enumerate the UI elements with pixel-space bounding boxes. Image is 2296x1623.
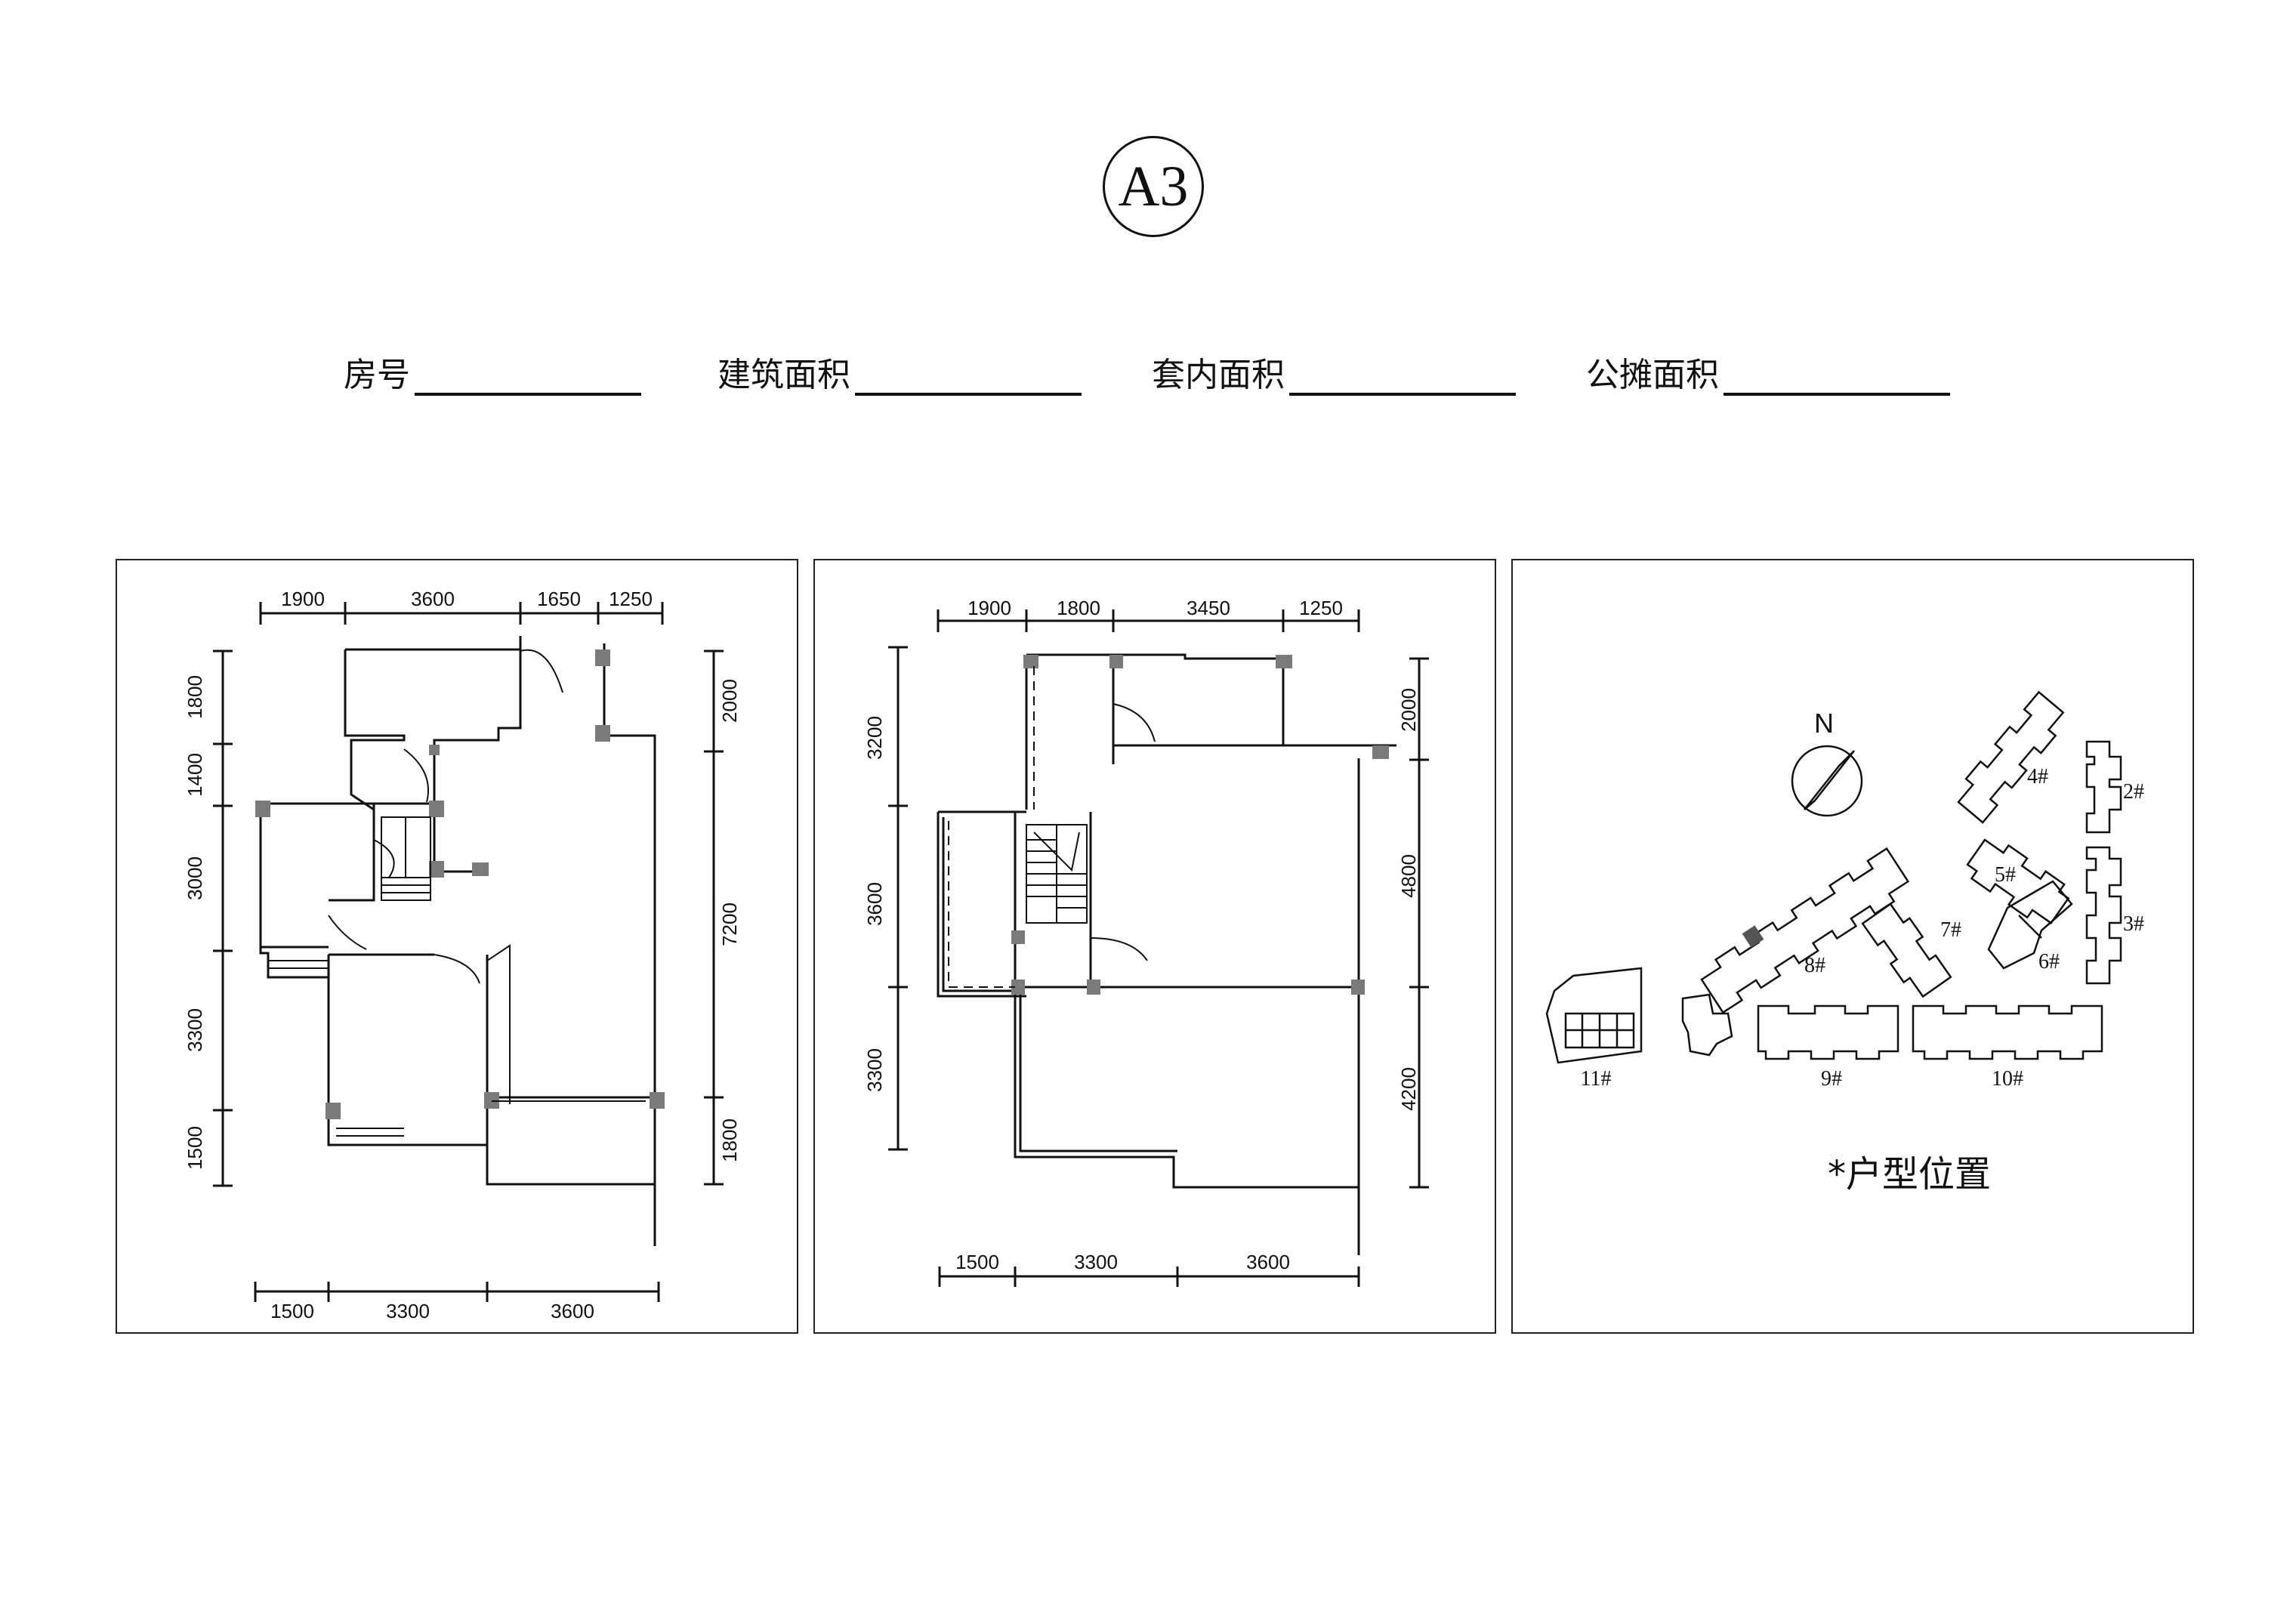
unit-badge: A3 [1103, 136, 1204, 237]
building-4-label: 4# [2027, 765, 2048, 788]
dim-right-3: 4200 [1397, 1067, 1420, 1111]
building-7-label: 7# [1940, 918, 1961, 942]
field-building-area[interactable]: 建筑面积 [718, 347, 1082, 396]
dim-bottom-2: 3300 [1074, 1251, 1118, 1273]
top-dimension-line [937, 609, 1360, 632]
dim-bottom-1: 1500 [270, 1300, 314, 1322]
floor-plan-upper: 1900 1800 3450 1250 1500 3300 3600 3200 … [863, 597, 1429, 1287]
building-9-label: 9# [1821, 1067, 1842, 1091]
floor-plan-lower-panel: 1900 3600 1650 1250 1500 3300 3600 1800 … [116, 559, 798, 1334]
plan-door-swings [1090, 703, 1156, 961]
dim-top-2: 3600 [411, 588, 455, 610]
dim-top-2: 1800 [1057, 597, 1100, 619]
building-4-block [1957, 690, 2065, 824]
dim-left-4: 3300 [184, 1008, 206, 1052]
building-11-label: 11# [1581, 1067, 1612, 1091]
plan-wall-posts [255, 650, 665, 1119]
dim-left-1: 1800 [184, 675, 206, 719]
dim-top-1: 1900 [281, 588, 325, 610]
dim-right-1: 2000 [718, 679, 741, 723]
building-8-block [1700, 847, 1910, 1014]
dim-top-4: 1250 [609, 588, 653, 610]
building-6-block [1987, 880, 2073, 970]
right-dimension-line [1409, 657, 1429, 1189]
field-label: 公摊面积 [1586, 356, 1719, 394]
unit-location-marker [1742, 925, 1764, 948]
floor-plan-lower: 1900 3600 1650 1250 1500 3300 3600 1800 … [184, 588, 741, 1322]
bottom-dimension-line [254, 1282, 660, 1302]
field-shared-area[interactable]: 公摊面积 [1586, 347, 1950, 396]
building-2-block [2085, 740, 2122, 834]
field-blank[interactable] [1289, 359, 1516, 396]
plan-dashed-edge [948, 666, 1035, 988]
building-9-block [1757, 1004, 1899, 1060]
dim-bottom-1: 1500 [955, 1251, 999, 1273]
building-5-label: 5# [1995, 863, 2016, 887]
right-dimension-line [704, 650, 724, 1186]
plan-door-swings [328, 649, 563, 1104]
floor-plan-upper-panel: 1900 1800 3450 1250 1500 3300 3600 3200 … [813, 559, 1496, 1334]
plan-stair [381, 816, 431, 901]
dim-bottom-3: 3600 [1246, 1251, 1290, 1273]
building-11-block [1545, 967, 1643, 1064]
plan-walls [937, 653, 1396, 1255]
site-plan: N 2# 3# 4# 5# 6# 7# [1545, 690, 2144, 1091]
plan-stair [1026, 824, 1088, 924]
site-plan-panel: N 2# 3# 4# 5# 6# 7# [1511, 559, 2194, 1334]
plan-walls [259, 636, 656, 1246]
dim-right-3: 1800 [718, 1119, 741, 1162]
dim-bottom-2: 3300 [386, 1300, 430, 1322]
left-dimension-line [213, 650, 233, 1187]
field-room-number[interactable]: 房号 [344, 347, 641, 396]
field-blank[interactable] [855, 359, 1082, 396]
building-10-block [1912, 1004, 2103, 1060]
dim-left-3: 3300 [863, 1048, 886, 1092]
building-8-label: 8# [1804, 954, 1825, 977]
dim-top-3: 3450 [1187, 597, 1230, 619]
field-label: 建筑面积 [718, 356, 850, 394]
dim-right-1: 2000 [1397, 688, 1420, 732]
dim-top-1: 1900 [967, 597, 1011, 619]
field-label: 房号 [344, 356, 410, 394]
field-blank[interactable] [1724, 359, 1950, 396]
plan-wall-posts [1011, 655, 1389, 995]
dim-top-4: 1250 [1299, 597, 1343, 619]
left-dimension-line [888, 646, 908, 1151]
field-inner-area[interactable]: 套内面积 [1152, 347, 1516, 396]
building-2-label: 2# [2123, 780, 2144, 804]
dim-bottom-3: 3600 [551, 1300, 594, 1322]
field-label: 套内面积 [1152, 356, 1285, 394]
field-blank[interactable] [415, 359, 641, 396]
building-6-label: 6# [2038, 950, 2060, 973]
plan-balcony-rail [268, 960, 646, 1137]
dim-left-3: 3000 [184, 856, 206, 900]
dim-left-5: 1500 [184, 1126, 206, 1170]
dim-right-2: 4800 [1397, 854, 1420, 898]
corner-block [1681, 993, 1733, 1057]
dim-left-2: 1400 [184, 753, 206, 797]
info-fields: 房号 建筑面积 套内面积 公摊面积 [0, 347, 2296, 400]
top-dimension-line [259, 602, 664, 625]
site-plan-caption: *户型位置 [1828, 1153, 1992, 1196]
dim-top-3: 1650 [537, 588, 581, 610]
building-3-block [2085, 846, 2122, 985]
building-7-block [1861, 903, 1952, 998]
building-10-label: 10# [1992, 1067, 2023, 1091]
dim-left-2: 3600 [863, 882, 886, 926]
north-arrow-icon [1791, 745, 1863, 817]
dim-right-2: 7200 [718, 903, 741, 946]
north-label: N [1814, 708, 1834, 739]
dim-left-1: 3200 [863, 716, 886, 760]
building-3-label: 3# [2123, 912, 2144, 936]
bottom-dimension-line [938, 1267, 1360, 1287]
